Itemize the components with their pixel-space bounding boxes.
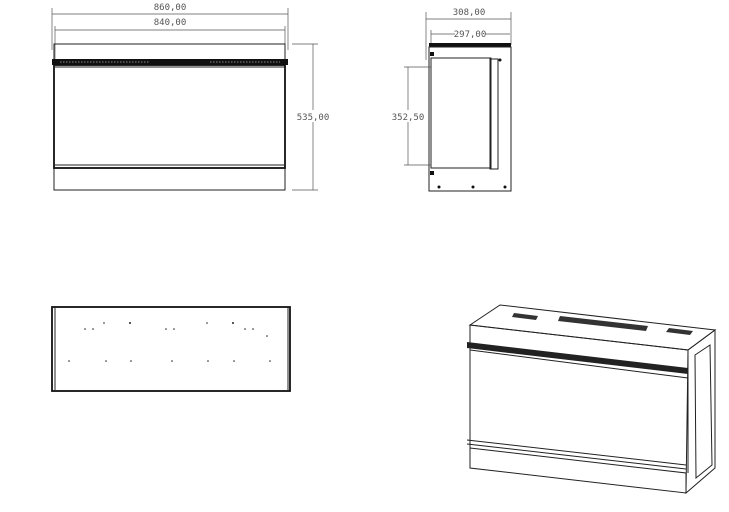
dimension-label-860: 860,00 — [154, 3, 187, 13]
side-view: 308,00 297,00 352,50 — [392, 8, 512, 192]
dimension-label-308: 308,00 — [453, 8, 486, 18]
front-view: 860,00 840,00 535,00 — [51, 3, 330, 191]
dimension-label-840: 840,00 — [154, 18, 187, 28]
dimension-label-297: 297,00 — [454, 30, 487, 40]
isometric-view — [466, 304, 717, 495]
dimension-label-535: 535,00 — [297, 113, 330, 123]
top-view — [51, 306, 291, 392]
dimension-label-352-50: 352,50 — [392, 113, 425, 123]
